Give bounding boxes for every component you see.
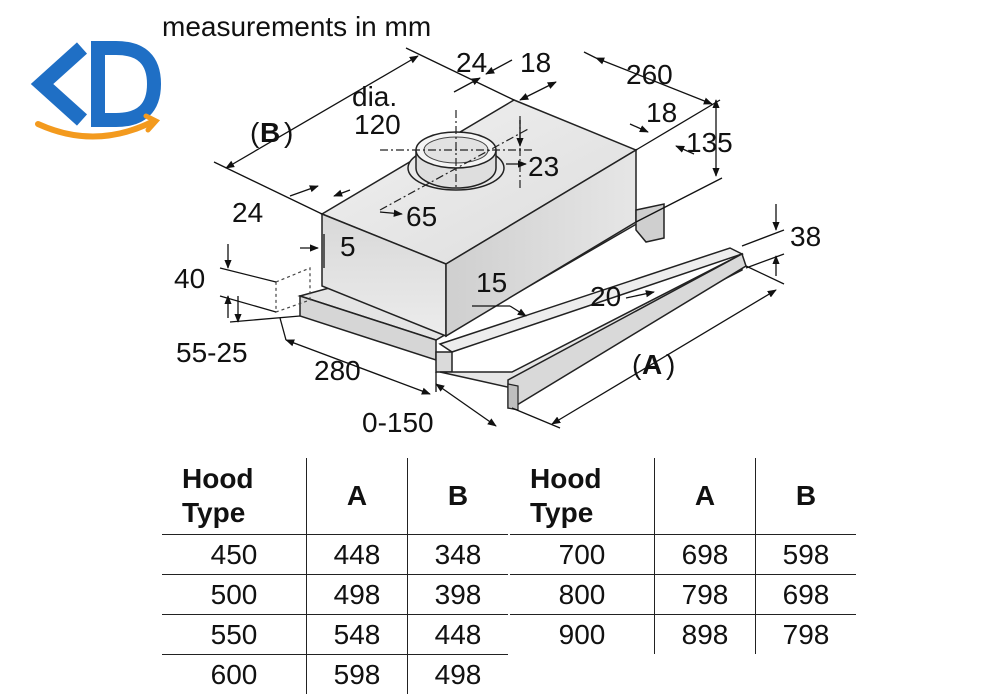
rear-bracket: [635, 203, 665, 243]
dim-20: 20: [590, 281, 621, 312]
cell-a: 548: [306, 614, 408, 655]
cell-b: 598: [755, 534, 856, 575]
dim-18-top: 18: [520, 47, 551, 78]
hood-diagram: measurements in mm: [30, 11, 821, 438]
dimension-lines: [213, 47, 785, 429]
cell-a: 698: [654, 534, 756, 575]
table-row: 500 498 398: [162, 574, 508, 615]
page-title: measurements in mm: [162, 11, 431, 42]
cell-b: 448: [407, 614, 508, 655]
cell-type: 500: [162, 574, 307, 615]
header-b: B: [755, 458, 856, 535]
dim-5: 5: [340, 231, 356, 262]
kd-logo-smile-tip: [143, 113, 161, 133]
table-row: 900 898 798: [510, 614, 856, 654]
dim-24-left: 24: [232, 197, 263, 228]
header-a: A: [306, 458, 408, 535]
table-row: 450 448 348: [162, 534, 508, 575]
table-row: 550 548 448: [162, 614, 508, 655]
cell-type: 550: [162, 614, 307, 655]
cell-a: 448: [306, 534, 408, 575]
cell-type: 800: [510, 574, 655, 615]
handle-face: [507, 383, 519, 411]
table-row: 800 798 698: [510, 574, 856, 615]
dim-65: 65: [406, 201, 437, 232]
label-A-paren-close: ): [666, 349, 675, 380]
dim-0-150: 0-150: [362, 407, 434, 438]
header-a: A: [654, 458, 756, 535]
cell-a: 798: [654, 574, 756, 615]
cell-b: 798: [782, 619, 830, 650]
cell-b: 498: [434, 659, 482, 690]
dim-40: 40: [174, 263, 205, 294]
cell-a: 898: [654, 614, 756, 654]
dim-38: 38: [790, 221, 821, 252]
label-A: A: [642, 349, 662, 380]
cell-type: 600: [162, 654, 307, 694]
cell-type: 450: [162, 534, 307, 575]
hood-size-table-left: Hood Type A B 450 448 348 500 498 398 55…: [162, 458, 508, 694]
dim-55-25: 55-25: [176, 337, 248, 368]
table-row: 600 598 498: [162, 654, 508, 694]
cell-a: 498: [306, 574, 408, 615]
label-B-paren-close: ): [284, 117, 293, 148]
header-hood-type: Hood Type: [510, 458, 655, 535]
cell-type: 900: [510, 614, 655, 654]
cell-b: 398: [407, 574, 508, 615]
table-row: 700 698 598: [510, 534, 856, 575]
cell-b: 698: [755, 574, 856, 615]
dim-135: 135: [686, 127, 733, 158]
kd-logo: [30, 41, 162, 140]
dim-18-right: 18: [646, 97, 677, 128]
dim-dia: dia.: [352, 81, 397, 112]
dim-24-top: 24: [456, 47, 487, 78]
kd-logo-d-letter: [91, 41, 162, 127]
slider-front: [435, 351, 453, 373]
hood-size-table-right: Hood Type A B 700 698 598 800 798 698 90…: [510, 458, 856, 654]
mount-outline: [275, 267, 311, 313]
dim-260: 260: [626, 59, 673, 90]
dim-120: 120: [354, 109, 401, 140]
dimension-labels: 24 18 260 18 135 dia. 120 23 65 24 5 40 …: [174, 47, 821, 438]
dim-280: 280: [314, 355, 361, 386]
header-hood-type: Hood Type: [162, 458, 307, 535]
label-B-paren-open: (: [250, 117, 260, 148]
dim-15: 15: [476, 267, 507, 298]
cell-type: 700: [510, 534, 655, 575]
cell-a: 598: [306, 654, 408, 694]
kd-logo-k-chevron: [30, 42, 88, 126]
cell-b: 348: [407, 534, 508, 575]
label-B: B: [260, 117, 280, 148]
kd-logo-smile: [35, 119, 155, 140]
dim-23: 23: [528, 151, 559, 182]
header-b: B: [407, 458, 508, 535]
label-A-paren-open: (: [632, 349, 642, 380]
